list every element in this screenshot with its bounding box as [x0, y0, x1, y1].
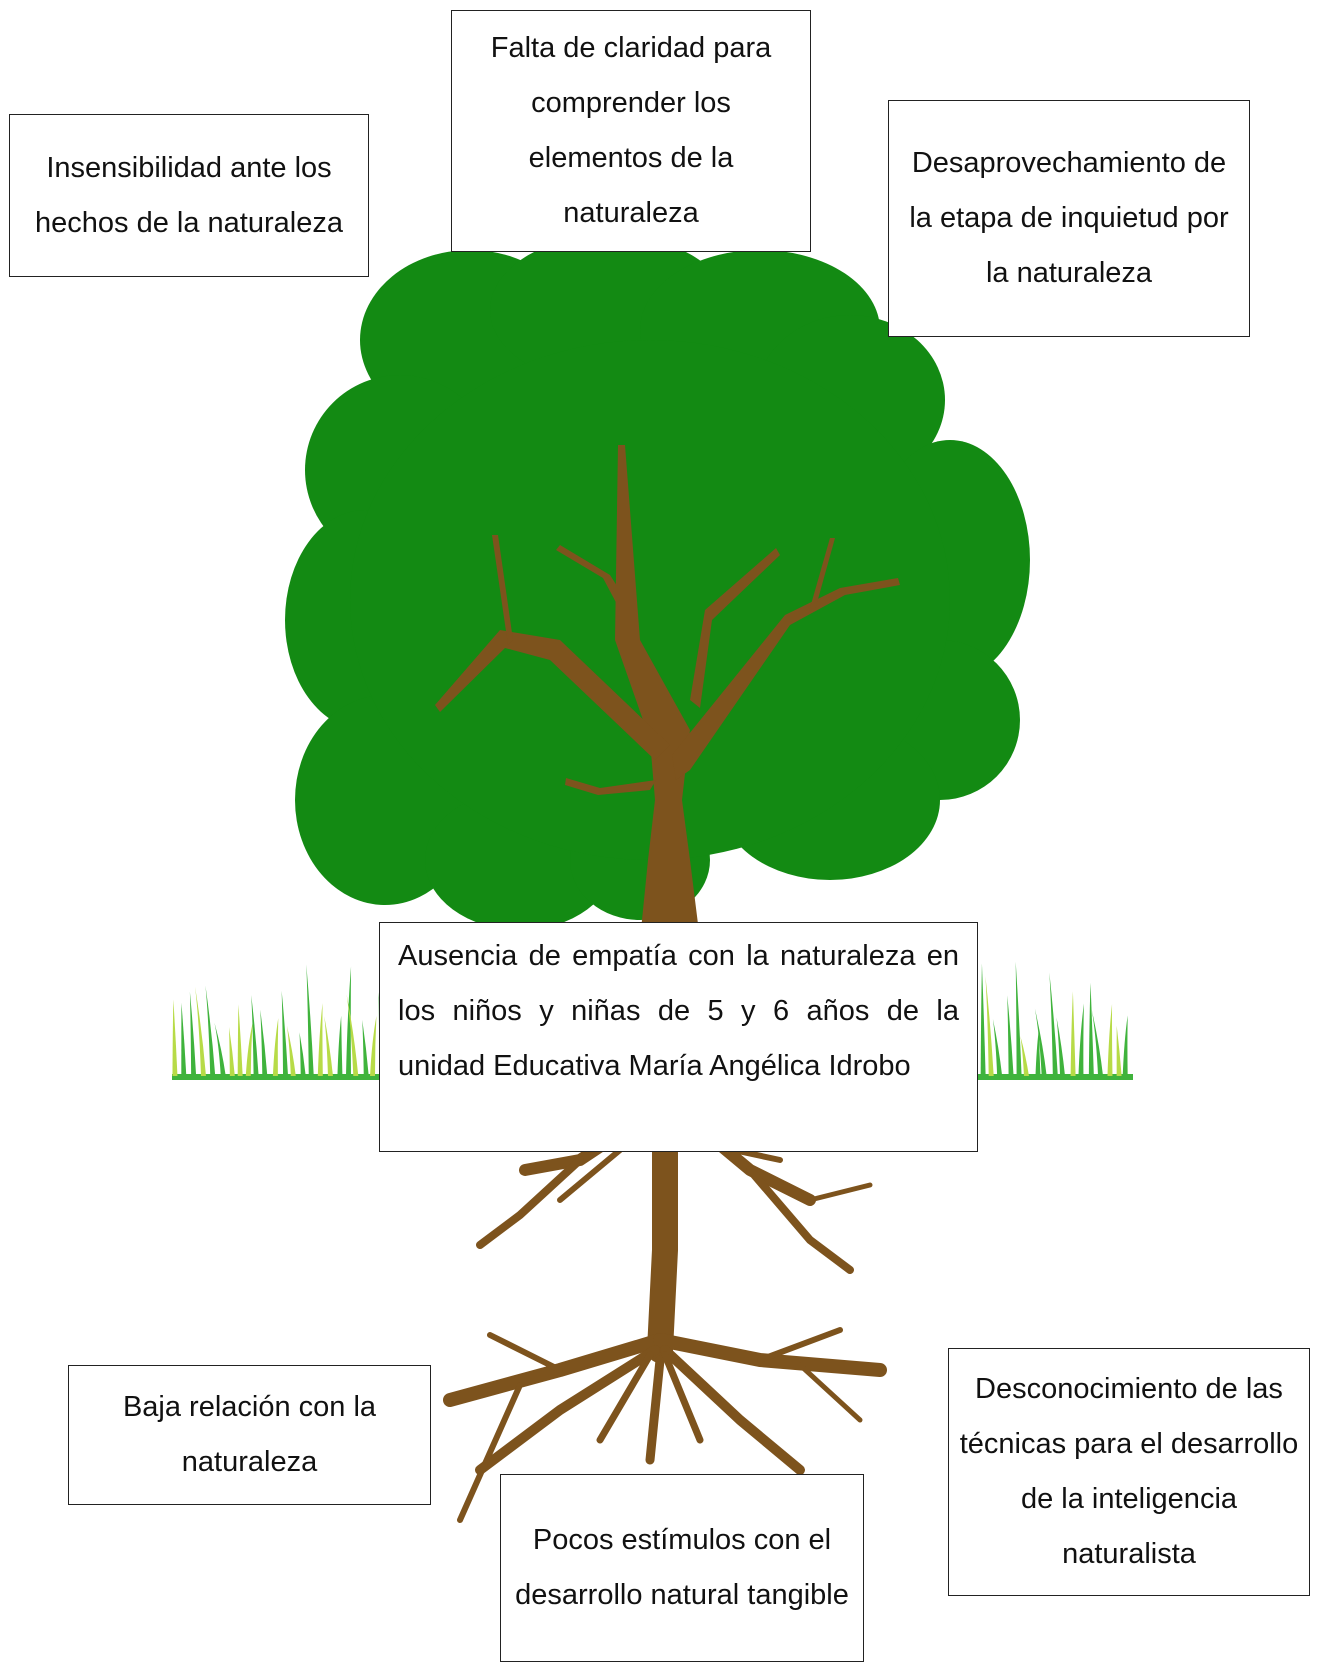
grass-blade — [980, 963, 986, 1076]
effect-text-2: Falta de claridad para comprender los el… — [490, 32, 772, 229]
grass-blade — [251, 994, 259, 1076]
grass-blade — [181, 1002, 187, 1076]
grass-blade — [172, 999, 178, 1076]
grass-blade — [1107, 1003, 1113, 1076]
tree-trunk — [435, 445, 900, 940]
grass-blade — [260, 1009, 268, 1076]
central-problem-text: Ausencia de empatía con la naturaleza en… — [398, 940, 959, 1082]
effect-box-2: Falta de claridad para comprender los el… — [451, 10, 811, 252]
grass-blade — [1034, 1008, 1047, 1076]
grass-blade — [1035, 1029, 1041, 1076]
grass-blade — [324, 1016, 333, 1076]
effect-box-1: Insensibilidad ante los hechos de la nat… — [9, 114, 369, 277]
effect-text-3: Desaprovechamiento de la etapa de inquie… — [909, 147, 1229, 289]
grass-blade — [992, 1018, 1003, 1076]
grass-right-ground — [975, 1074, 1133, 1080]
tree-canopy — [285, 235, 1030, 930]
grass-blade — [345, 966, 352, 1076]
grass-blade — [1015, 961, 1022, 1076]
grass-left-ground — [172, 1074, 382, 1080]
grass-blade — [346, 994, 359, 1076]
grass-right — [975, 961, 1133, 1080]
grass-left — [172, 964, 385, 1080]
grass-blade — [214, 1022, 226, 1076]
grass-blade — [237, 1004, 243, 1076]
effect-text-1: Insensibilidad ante los hechos de la nat… — [35, 151, 343, 239]
cause-text-2: Pocos estímulos con el desarrollo natura… — [515, 1524, 849, 1611]
grass-blade — [272, 1018, 279, 1076]
grass-blade — [299, 1032, 306, 1076]
grass-blade — [245, 1023, 253, 1076]
grass-blade — [317, 1003, 323, 1076]
grass-blade — [985, 976, 994, 1076]
grass-blade — [1091, 1010, 1104, 1076]
cause-text-1: Baja relación con la naturaleza — [122, 1391, 377, 1478]
grass-blade — [1056, 1017, 1066, 1076]
grass-blade — [1007, 995, 1014, 1076]
grass-blade — [337, 1015, 343, 1076]
tree-roots — [443, 1097, 887, 1523]
effect-box-3: Desaprovechamiento de la etapa de inquie… — [888, 100, 1250, 337]
grass-blade — [370, 1015, 377, 1076]
grass-blade — [1122, 1015, 1128, 1076]
grass-blade — [362, 1019, 369, 1076]
cause-box-2: Pocos estímulos con el desarrollo natura… — [500, 1474, 864, 1662]
grass-blade — [281, 990, 289, 1076]
central-problem-box: Ausencia de empatía con la naturaleza en… — [379, 922, 978, 1152]
grass-blade — [1116, 1025, 1122, 1076]
grass-blade — [1078, 1003, 1084, 1076]
grass-blade — [286, 1025, 296, 1076]
grass-blade — [229, 1026, 235, 1076]
grass-blade — [1049, 972, 1058, 1076]
grass-blade — [306, 964, 314, 1076]
grass-blade — [1088, 982, 1094, 1076]
grass-blade — [205, 985, 216, 1076]
grass-blade — [195, 986, 206, 1076]
cause-text-3: Desconocimiento de las técnicas para el … — [959, 1373, 1299, 1570]
grass-blade — [1020, 1035, 1029, 1076]
cause-box-3: Desconocimiento de las técnicas para el … — [948, 1348, 1310, 1596]
cause-box-1: Baja relación con la naturaleza — [68, 1365, 431, 1505]
grass-blade — [1070, 991, 1076, 1076]
grass-blade — [189, 991, 197, 1076]
